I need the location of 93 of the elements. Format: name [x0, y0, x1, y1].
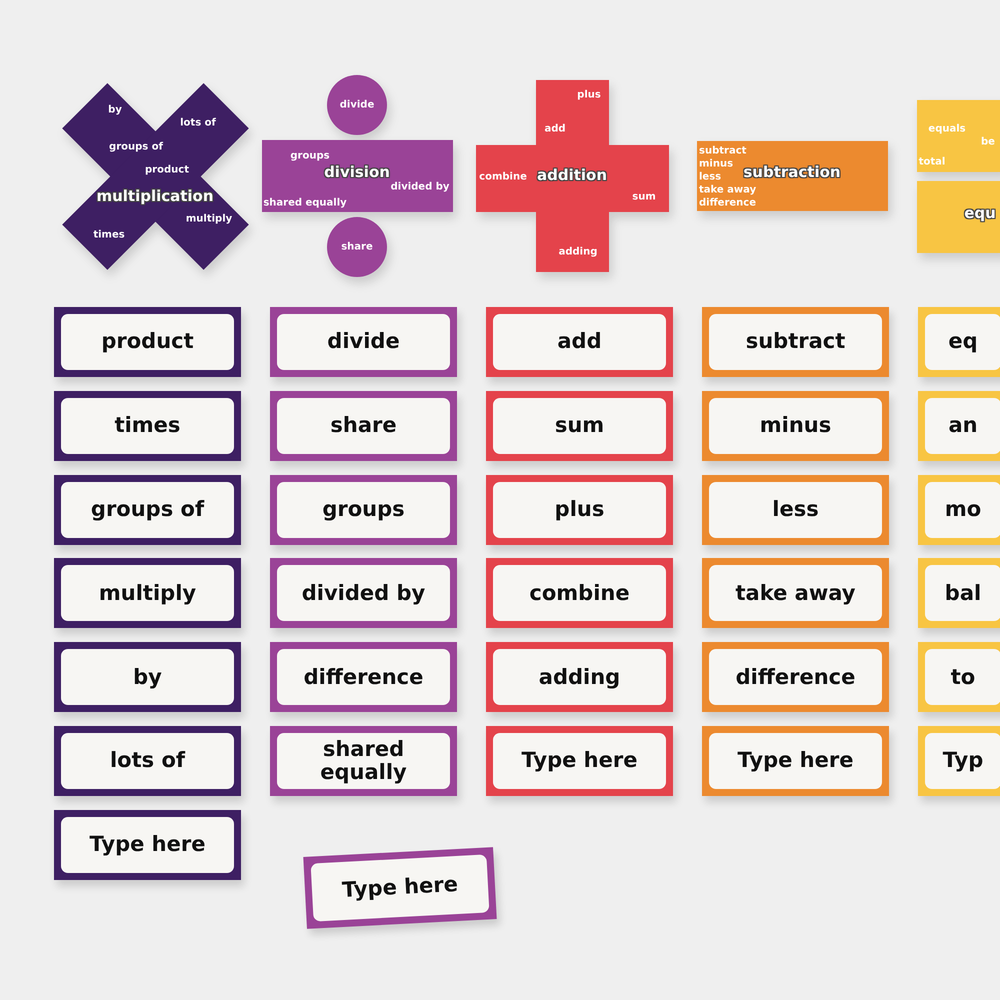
keyword-text: be	[981, 136, 995, 148]
keyword-text: divided by	[390, 182, 450, 192]
word-label: Type here	[709, 733, 882, 789]
word-card	[54, 810, 241, 880]
word-card	[54, 390, 241, 461]
word-label: Typ	[925, 733, 1000, 789]
word-label: Type here	[493, 733, 666, 789]
word-card	[486, 642, 673, 712]
keyword-text: times	[93, 230, 125, 240]
word-label: minus	[709, 398, 882, 454]
keyword-text: minus	[699, 158, 734, 170]
word-card	[54, 307, 241, 377]
word-label: sum	[493, 398, 666, 454]
word-label: to	[925, 649, 1000, 706]
word-label: eq	[925, 314, 1000, 370]
word-card	[918, 307, 1000, 377]
word-card	[486, 558, 673, 628]
word-card	[270, 558, 457, 628]
operation-title: addition	[536, 166, 608, 184]
word-label: share	[277, 398, 450, 454]
word-card	[54, 474, 241, 545]
word-card	[918, 474, 1000, 545]
word-card	[486, 390, 673, 461]
keyword-text: lots of	[180, 118, 216, 128]
word-label: less	[709, 482, 882, 538]
word-label: plus	[493, 482, 666, 538]
keyword-text: total	[918, 156, 946, 168]
word-label: groups of	[61, 482, 234, 538]
word-card	[702, 390, 889, 461]
word-label: add	[493, 314, 666, 370]
word-label: by	[61, 649, 234, 706]
word-card	[270, 474, 457, 545]
keyword-text: take away	[699, 184, 756, 196]
word-card	[303, 847, 497, 929]
keyword-text: equals	[928, 124, 966, 134]
word-card	[486, 474, 673, 545]
keyword-text: combine	[479, 172, 527, 182]
operation-title: equ	[964, 204, 996, 222]
word-card	[702, 474, 889, 545]
word-label: adding	[493, 649, 666, 706]
word-label: subtract	[709, 314, 882, 370]
word-label: difference	[277, 649, 450, 706]
keyword-text: sum	[632, 192, 656, 202]
word-card	[54, 726, 241, 796]
operation-title: division	[324, 164, 390, 180]
keyword-text: subtract	[699, 146, 746, 156]
operation-title: multiplication	[96, 188, 214, 204]
keyword-text: groups	[290, 150, 330, 162]
word-label: bal	[925, 565, 1000, 622]
word-label: Type here	[310, 854, 490, 922]
word-card	[918, 390, 1000, 461]
word-label: shared equally	[277, 733, 450, 789]
word-label: groups	[277, 482, 450, 538]
word-label: lots of	[61, 733, 234, 789]
keyword-text: divide	[340, 100, 374, 110]
word-label: divided by	[277, 565, 450, 622]
keyword-text: less	[699, 172, 722, 182]
word-label: mo	[925, 482, 1000, 538]
word-card	[270, 642, 457, 712]
word-label: Type here	[61, 816, 234, 873]
keyword-text: multiply	[186, 214, 232, 224]
word-card	[486, 307, 673, 377]
word-card	[918, 642, 1000, 712]
word-card	[918, 558, 1000, 628]
word-card	[702, 307, 889, 377]
word-label: times	[61, 398, 234, 454]
word-card	[54, 642, 241, 712]
keyword-text: plus	[577, 90, 601, 100]
keyword-text: product	[145, 164, 189, 176]
word-card	[270, 390, 457, 461]
operation-title: subtraction	[743, 164, 841, 180]
keyword-text: add	[544, 124, 566, 134]
word-label: take away	[709, 565, 882, 622]
word-label: divide	[277, 314, 450, 370]
word-card	[270, 726, 457, 796]
word-card	[54, 558, 241, 628]
word-label: an	[925, 398, 1000, 454]
word-card	[702, 642, 889, 712]
word-card	[270, 307, 457, 377]
keyword-text: by	[108, 104, 122, 116]
keyword-text: difference	[699, 198, 756, 208]
word-card	[702, 558, 889, 628]
keyword-text: adding	[558, 246, 598, 258]
word-card	[702, 726, 889, 796]
word-label: difference	[709, 649, 882, 706]
word-label: product	[61, 314, 234, 370]
word-card	[486, 726, 673, 796]
keyword-text: share	[341, 242, 373, 252]
keyword-text: shared equally	[263, 198, 347, 208]
keyword-text: groups of	[109, 142, 163, 152]
word-label: combine	[493, 565, 666, 622]
word-card	[918, 726, 1000, 796]
word-label: multiply	[61, 565, 234, 622]
